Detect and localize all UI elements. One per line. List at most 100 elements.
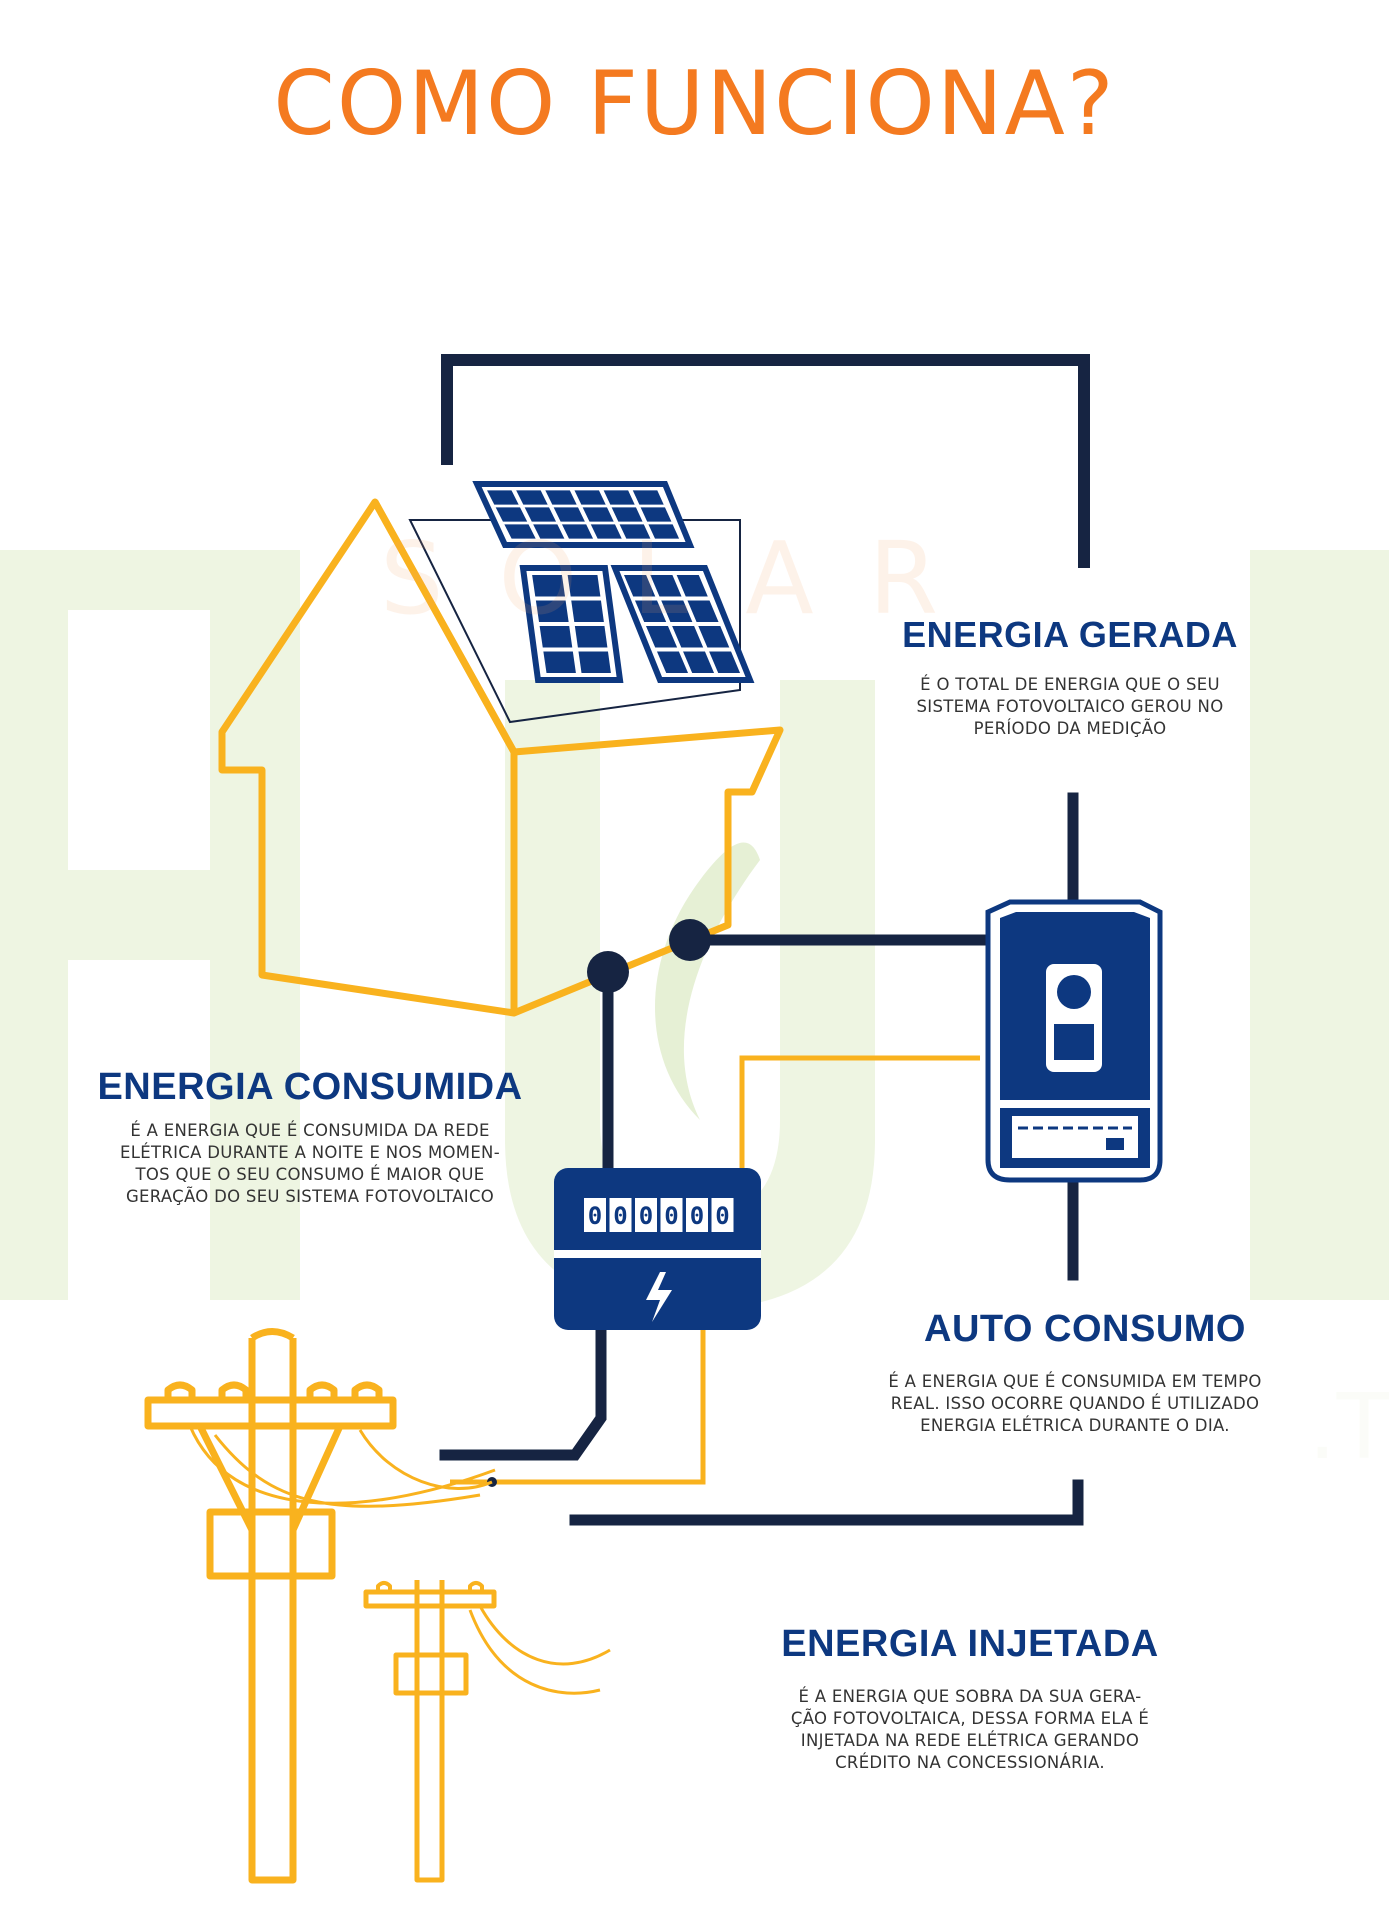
- solar-cell: [634, 600, 667, 622]
- watermark-logo: [0, 550, 1389, 1310]
- energia-gerada-heading: ENERGIA GERADA: [902, 614, 1238, 655]
- generation-connector-line: [441, 354, 1090, 568]
- solar-cell: [582, 507, 614, 522]
- navy-wiring: [439, 792, 1084, 1526]
- solar-cell: [578, 651, 611, 673]
- meter-digit-box: [609, 1198, 632, 1232]
- solar-cell: [553, 507, 585, 522]
- auto-consumo-line-1: É A ENERGIA QUE É CONSUMIDA EM TEMPO: [888, 1372, 1262, 1391]
- solar-cell: [619, 524, 651, 539]
- watermark-dot: .T: [1308, 1375, 1389, 1480]
- energia-injetada-line-1: É A ENERGIA QUE SOBRA DA SUA GERA-: [798, 1687, 1142, 1706]
- small-pole-transformer: [393, 1652, 469, 1696]
- meter-digit-box: [686, 1198, 708, 1232]
- solar-cell: [545, 490, 577, 505]
- meter-to-pole-line: [450, 1330, 706, 1485]
- solar-cell: [640, 507, 672, 522]
- watermark-u: [505, 680, 875, 1310]
- solar-panel-top: [472, 481, 695, 548]
- solar-cell: [590, 524, 622, 539]
- utility-pole-icon: [144, 1328, 611, 1884]
- auto-consumo-description: É A ENERGIA QUE É CONSUMIDA EM TEMPO REA…: [855, 1371, 1295, 1437]
- meter-to-inverter-line: [739, 1055, 980, 1165]
- solar-cell: [495, 507, 528, 522]
- meter-digit-box: [660, 1198, 683, 1232]
- solar-cell: [516, 490, 548, 505]
- meter-digit: 0: [639, 1202, 653, 1230]
- energia-gerada-line-1: É O TOTAL DE ENERGIA QUE O SEU: [920, 675, 1220, 694]
- meter-digit: 0: [588, 1202, 602, 1230]
- solar-panel-left: [519, 565, 624, 683]
- meter-digit: 0: [715, 1202, 729, 1230]
- solar-cell: [574, 490, 606, 505]
- solar-cell: [683, 651, 715, 673]
- solar-cell: [611, 507, 643, 522]
- meter-digit-box: [711, 1198, 734, 1232]
- solar-cell: [672, 626, 704, 648]
- watermark-h-top: [0, 550, 215, 610]
- solar-cell: [687, 600, 719, 622]
- solar-cell: [603, 490, 635, 505]
- energia-consumida-line-1: É A ENERGIA QUE É CONSUMIDA DA REDE: [130, 1121, 490, 1140]
- energia-consumida-line-4: GERAÇÃO DO SEU SISTEMA FOTOVOLTAICO: [125, 1187, 495, 1206]
- watermark-letters: SOLAR: [380, 520, 994, 637]
- energia-injetada-line-4: CRÉDITO NA CONCESSIONÁRIA.: [835, 1753, 1105, 1772]
- meter-digit: 0: [613, 1202, 627, 1230]
- solar-cell: [533, 524, 565, 539]
- solar-cell: [709, 651, 741, 673]
- big-pole-crossarm: [144, 1396, 397, 1430]
- meter-to-grid-line: [439, 1319, 607, 1461]
- meter-digit-box: [584, 1198, 606, 1232]
- inverter-icon: [985, 899, 1163, 1183]
- meter-digit: 0: [664, 1202, 678, 1230]
- solar-panel-icon: [472, 481, 755, 683]
- auto-consumo-line-3: ENERGIA ELÉTRICA DURANTE O DIA.: [920, 1416, 1230, 1435]
- yellow-wiring: [450, 1055, 980, 1485]
- solar-cell: [535, 600, 569, 622]
- solar-panel-right: [610, 565, 755, 683]
- watermark-h-right: [210, 550, 300, 1300]
- energia-injetada-description: É A ENERGIA QUE SOBRA DA SUA GERA- ÇÃO F…: [745, 1686, 1195, 1774]
- energia-consumida-line-3: TOS QUE O SEU CONSUMO É MAIOR QUE: [135, 1165, 485, 1184]
- house-node-dot: [669, 919, 711, 961]
- solar-cell: [676, 575, 708, 597]
- energia-consumida-line-2: ELÉTRICA DURANTE A NOITE E NOS MOMEN-: [120, 1143, 500, 1162]
- injected-connector-line: [569, 1479, 1084, 1526]
- solar-cell: [571, 600, 604, 622]
- solar-cell: [645, 626, 678, 648]
- lightning-bolt-icon: [646, 1272, 672, 1322]
- house-roof-edge: [371, 500, 518, 754]
- solar-cell: [504, 524, 536, 539]
- meter-node-dot: [587, 951, 629, 993]
- watermark-b-stem: [1250, 550, 1389, 1300]
- energia-injetada-line-3: INJETADA NA REDE ELÉTRICA GERANDO: [800, 1731, 1140, 1750]
- small-pole-crossarm: [363, 1589, 497, 1609]
- solar-cell: [623, 575, 656, 597]
- energia-injetada-heading: ENERGIA INJETADA: [781, 1623, 1159, 1665]
- big-pole-post: [248, 1338, 297, 1884]
- solar-cell: [648, 524, 680, 539]
- small-pole-wires: [468, 1605, 611, 1695]
- energia-injetada-line-2: ÇÃO FOTOVOLTAICA, DESSA FORMA ELA É: [790, 1709, 1150, 1728]
- page-title: COMO FUNCIONA?: [273, 52, 1116, 155]
- watermark-leaf: [655, 842, 760, 1120]
- solar-cell: [524, 507, 557, 522]
- big-pole-wires: [188, 1425, 496, 1508]
- auto-consumo-heading: AUTO CONSUMO: [924, 1308, 1246, 1350]
- energia-consumida-heading: ENERGIA CONSUMIDA: [97, 1066, 523, 1108]
- solar-cell: [487, 490, 519, 505]
- big-pole-insulators: [164, 1381, 383, 1400]
- solar-cell: [574, 626, 608, 648]
- energia-gerada-line-3: PERÍODO DA MEDIÇÃO: [973, 719, 1167, 738]
- energia-gerada-line-2: SISTEMA FOTOVOLTAICO GEROU NO: [916, 697, 1224, 716]
- solar-cell: [543, 651, 576, 673]
- solar-cell: [567, 575, 601, 597]
- solar-cell: [661, 600, 693, 622]
- meter-digit-box: [635, 1198, 657, 1232]
- solar-cell: [698, 626, 730, 648]
- solar-cell: [532, 575, 566, 597]
